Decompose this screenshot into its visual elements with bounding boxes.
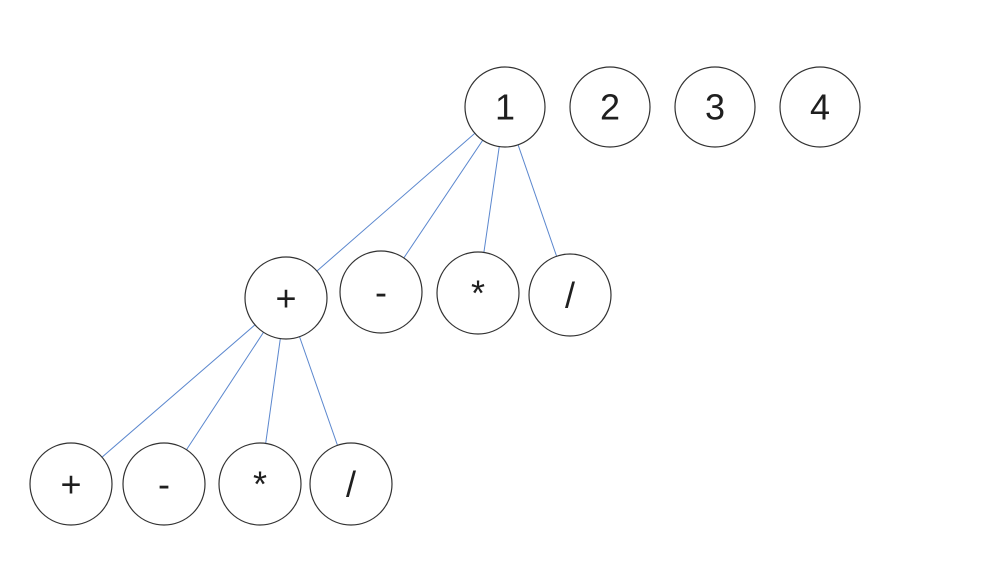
node-label-m-plus: + (275, 278, 296, 319)
node-b-times[interactable]: * (218, 442, 302, 526)
node-label-n4: 4 (810, 87, 830, 128)
node-label-n3: 3 (705, 87, 725, 128)
node-label-n2: 2 (600, 87, 620, 128)
node-b-plus[interactable]: + (29, 442, 113, 526)
node-label-b-plus: + (60, 464, 81, 505)
node-m-plus[interactable]: + (244, 256, 328, 340)
node-n1[interactable]: 1 (464, 66, 546, 148)
node-label-m-minus: - (375, 272, 387, 313)
node-circle-m-minus[interactable] (339, 250, 423, 334)
edge-n1-to-m-plus (285, 106, 506, 299)
node-m-times[interactable]: * (436, 251, 520, 335)
edge-m-plus-to-b-plus (70, 297, 287, 485)
node-label-m-div: / (565, 275, 575, 316)
node-circle-m-plus[interactable] (244, 256, 328, 340)
node-m-div[interactable]: / (528, 253, 612, 337)
node-m-minus[interactable]: - (339, 250, 423, 334)
node-circle-b-plus[interactable] (29, 442, 113, 526)
node-circle-n3[interactable] (674, 66, 756, 148)
node-label-b-div: / (346, 464, 356, 505)
node-b-div[interactable]: / (309, 442, 393, 526)
node-n2[interactable]: 2 (569, 66, 651, 148)
node-label-b-minus: - (158, 464, 170, 505)
node-circle-m-times[interactable] (436, 251, 520, 335)
node-circle-b-times[interactable] (218, 442, 302, 526)
node-label-b-times: * (253, 464, 267, 505)
node-circle-b-minus[interactable] (122, 442, 206, 526)
node-b-minus[interactable]: - (122, 442, 206, 526)
node-circle-n4[interactable] (779, 66, 861, 148)
node-label-n1: 1 (495, 87, 515, 128)
node-circle-b-div[interactable] (309, 442, 393, 526)
node-label-m-times: * (471, 273, 485, 314)
node-circle-n2[interactable] (569, 66, 651, 148)
node-circle-n1[interactable] (464, 66, 546, 148)
node-n3[interactable]: 3 (674, 66, 756, 148)
node-circle-m-div[interactable] (528, 253, 612, 337)
node-n4[interactable]: 4 (779, 66, 861, 148)
